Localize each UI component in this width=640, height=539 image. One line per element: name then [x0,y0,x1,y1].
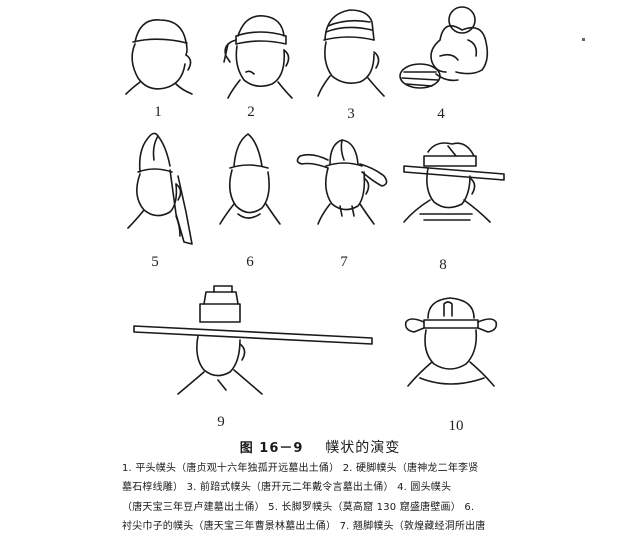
figure-3-forward-futou [317,9,385,97]
scan-speck [582,38,585,41]
figure-7-raised-feet-futou [296,139,388,225]
figure-number-2: 2 [247,104,255,120]
caption-line-2: 墓石椁线雕） 3. 前踣式幞头（唐开元二年戴令言墓出土俑） 4. 圆头幞头 [122,482,452,493]
caption-line-4: 衬尖巾子的幞头（唐天宝三年曹景林墓出土俑） 7. 翘脚幞头（敦煌藏经洞所出唐 [122,521,486,532]
figure-label: 图 16－9 [239,441,304,456]
figure-number-4: 4 [437,106,445,122]
figure-5-long-feet-gauze-futou [127,132,193,245]
figure-number-1: 1 [154,104,162,120]
figure-title-text: 幞状的演变 [325,440,401,456]
figure-2-hard-feet-futou [223,15,293,99]
figure-number-8: 8 [439,257,447,273]
figure-1-flat-futou [125,19,193,95]
figure-8-extended-feet-futou [403,142,505,223]
figure-9-long-feet-straight-futou [133,285,373,395]
figure-number-10: 10 [448,418,464,434]
figure-10-wing-feet-futou [404,297,498,387]
figure-4-round-futou [399,6,489,89]
figure-number-6: 6 [246,254,254,270]
figure-number-9: 9 [217,414,225,430]
figure-6-pointed-insert-futou [219,133,281,225]
caption-line-1: 1. 平头幞头（唐贞观十六年独孤开远墓出土俑） 2. 硬脚幞头（唐神龙二年李贤 [122,463,479,474]
figure-caption-title: 图 16－9 幞状的演变 [0,437,640,457]
figure-number-3: 3 [347,106,355,122]
figure-number-7: 7 [340,254,348,270]
figure-number-5: 5 [151,254,159,270]
caption-line-3: （唐天宝三年豆卢建墓出土俑） 5. 长脚罗幞头（莫高窟 130 窟盛唐壁画） 6… [122,502,475,513]
headwear-illustrations [125,6,505,395]
